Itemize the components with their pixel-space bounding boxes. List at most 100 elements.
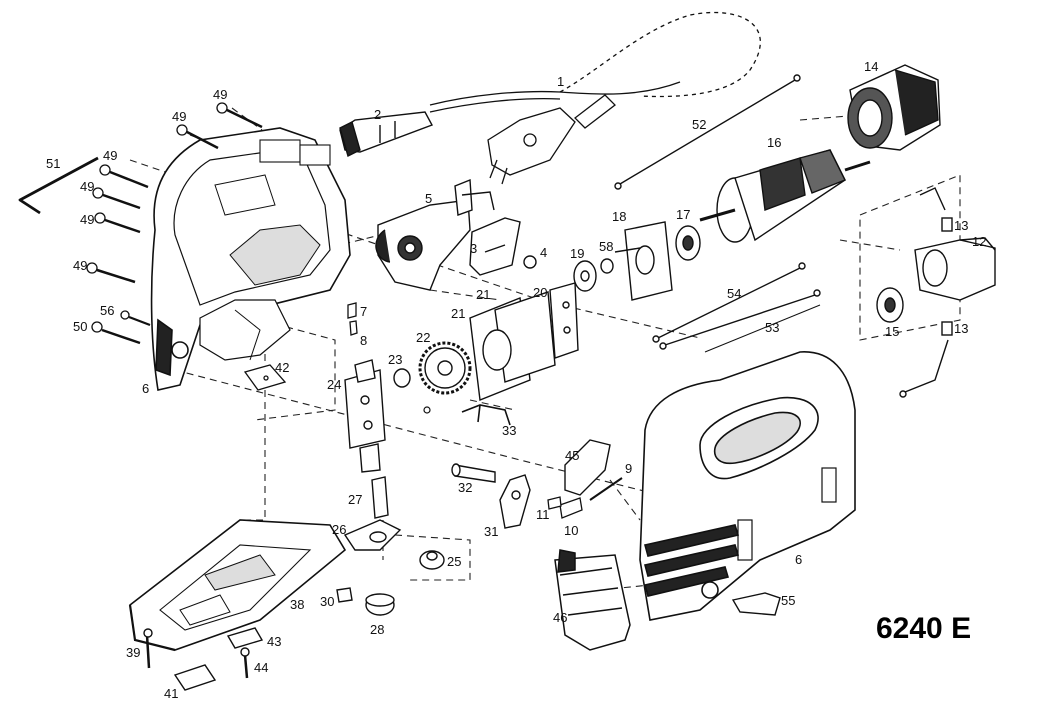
label-part-44: 44 bbox=[254, 660, 268, 675]
spring-7-8 bbox=[347, 302, 358, 336]
armature bbox=[699, 149, 871, 243]
label-part-46: 46 bbox=[553, 610, 567, 625]
label-part-32: 32 bbox=[458, 480, 472, 495]
fan-disc bbox=[573, 258, 614, 292]
plunger-assembly bbox=[344, 359, 386, 473]
spring-9-10-11 bbox=[547, 477, 623, 519]
label-part-13-top: 13 bbox=[954, 218, 968, 233]
label-part-30: 30 bbox=[320, 594, 334, 609]
screw-49-7 bbox=[91, 321, 141, 345]
label-part-21-top: 21 bbox=[476, 287, 490, 302]
label-part-38: 38 bbox=[290, 597, 304, 612]
label-part-42: 42 bbox=[275, 360, 289, 375]
label-part-24: 24 bbox=[327, 377, 341, 392]
label-part-25: 25 bbox=[447, 554, 461, 569]
label-part-6-right: 6 bbox=[795, 552, 802, 567]
label-part-1: 1 bbox=[557, 74, 564, 89]
label-part-7: 7 bbox=[360, 304, 367, 319]
wire-spring-33 bbox=[461, 404, 511, 426]
housing-screws bbox=[86, 102, 263, 345]
armature-bearing bbox=[675, 225, 701, 261]
label-part-20: 20 bbox=[533, 285, 547, 300]
label-part-53: 54 bbox=[727, 286, 741, 301]
pin-32 bbox=[451, 463, 496, 483]
label-part-49-7: 50 bbox=[73, 319, 87, 334]
label-part-49-6: 49 bbox=[73, 258, 87, 273]
label-part-19: 19 bbox=[570, 246, 584, 261]
label-part-12: 12 bbox=[972, 234, 986, 249]
label-part-52: 53 bbox=[765, 320, 779, 335]
switch-lever-45 bbox=[564, 439, 611, 496]
label-part-16: 16 bbox=[767, 135, 781, 150]
label-part-26: 26 bbox=[332, 522, 346, 537]
screw-49-2 bbox=[176, 124, 219, 150]
label-part-27: 27 bbox=[348, 492, 362, 507]
label-part-13-bottom: 13 bbox=[954, 321, 968, 336]
label-part-49-1: 49 bbox=[213, 87, 227, 102]
screw-49-6 bbox=[86, 262, 136, 284]
label-part-17: 17 bbox=[676, 207, 690, 222]
label-part-2: 2 bbox=[374, 107, 381, 122]
screw-49-4 bbox=[92, 187, 141, 210]
label-part-9: 9 bbox=[625, 461, 632, 476]
speed-controller bbox=[469, 217, 537, 276]
power-cord bbox=[429, 11, 761, 113]
bearing-bracket bbox=[614, 221, 673, 301]
label-part-49-3: 49 bbox=[103, 148, 117, 163]
screw-55 bbox=[120, 310, 151, 327]
label-part-49-2: 49 bbox=[172, 109, 186, 124]
part-number-labels: 1 2 3 4 5 6 6 7 8 9 10 11 12 13 13 14 15… bbox=[46, 59, 986, 701]
label-part-3: 3 bbox=[470, 241, 477, 256]
label-part-4: 4 bbox=[540, 245, 547, 260]
housing-left-half bbox=[150, 127, 351, 391]
label-part-6-left: 6 bbox=[142, 381, 149, 396]
lever-31 bbox=[499, 474, 531, 529]
wire-leads bbox=[614, 74, 949, 398]
label-part-10: 10 bbox=[564, 523, 578, 538]
label-part-8: 8 bbox=[360, 333, 367, 348]
label-part-33: 33 bbox=[502, 423, 516, 438]
field-coil bbox=[847, 64, 941, 151]
drive-gear bbox=[418, 341, 472, 395]
label-part-56: 58 bbox=[599, 239, 613, 254]
label-part-18: 18 bbox=[612, 209, 626, 224]
label-part-41: 41 bbox=[164, 686, 178, 701]
label-part-50: 51 bbox=[46, 156, 60, 171]
bushing-23 bbox=[393, 368, 411, 388]
label-part-51: 52 bbox=[692, 117, 706, 132]
label-part-5: 5 bbox=[425, 191, 432, 206]
screw-49-3 bbox=[99, 164, 149, 189]
label-part-14: 14 bbox=[864, 59, 878, 74]
label-part-31: 31 bbox=[484, 524, 498, 539]
brush-holder-assembly bbox=[914, 217, 996, 336]
screw-49-5 bbox=[94, 212, 141, 234]
brush-bearing-15 bbox=[876, 287, 904, 323]
label-part-22: 22 bbox=[416, 330, 430, 345]
base-plate bbox=[128, 519, 347, 652]
label-part-49-5: 49 bbox=[80, 212, 94, 227]
label-part-21-left: 21 bbox=[451, 306, 465, 321]
knob-54 bbox=[731, 592, 781, 616]
cord-plug bbox=[487, 94, 616, 185]
label-part-15: 15 bbox=[885, 324, 899, 339]
blade-holder bbox=[343, 476, 445, 616]
label-part-54: 55 bbox=[781, 593, 795, 608]
screw-49-1 bbox=[216, 102, 263, 129]
model-number: 6240 E bbox=[876, 612, 972, 645]
plate-42 bbox=[243, 364, 287, 391]
label-part-23: 23 bbox=[388, 352, 402, 367]
label-part-45: 45 bbox=[565, 448, 579, 463]
housing-right-half bbox=[639, 351, 856, 621]
hex-key bbox=[18, 156, 99, 215]
cord-guard-sleeve bbox=[339, 111, 433, 158]
switch-assembly bbox=[375, 178, 495, 291]
label-part-43: 43 bbox=[267, 634, 281, 649]
base-small-parts bbox=[143, 587, 353, 691]
brush-plates bbox=[469, 282, 579, 401]
screw-58 bbox=[423, 406, 431, 414]
label-part-49-4: 49 bbox=[80, 179, 94, 194]
label-part-11: 11 bbox=[536, 507, 550, 522]
label-part-39: 39 bbox=[126, 645, 140, 660]
